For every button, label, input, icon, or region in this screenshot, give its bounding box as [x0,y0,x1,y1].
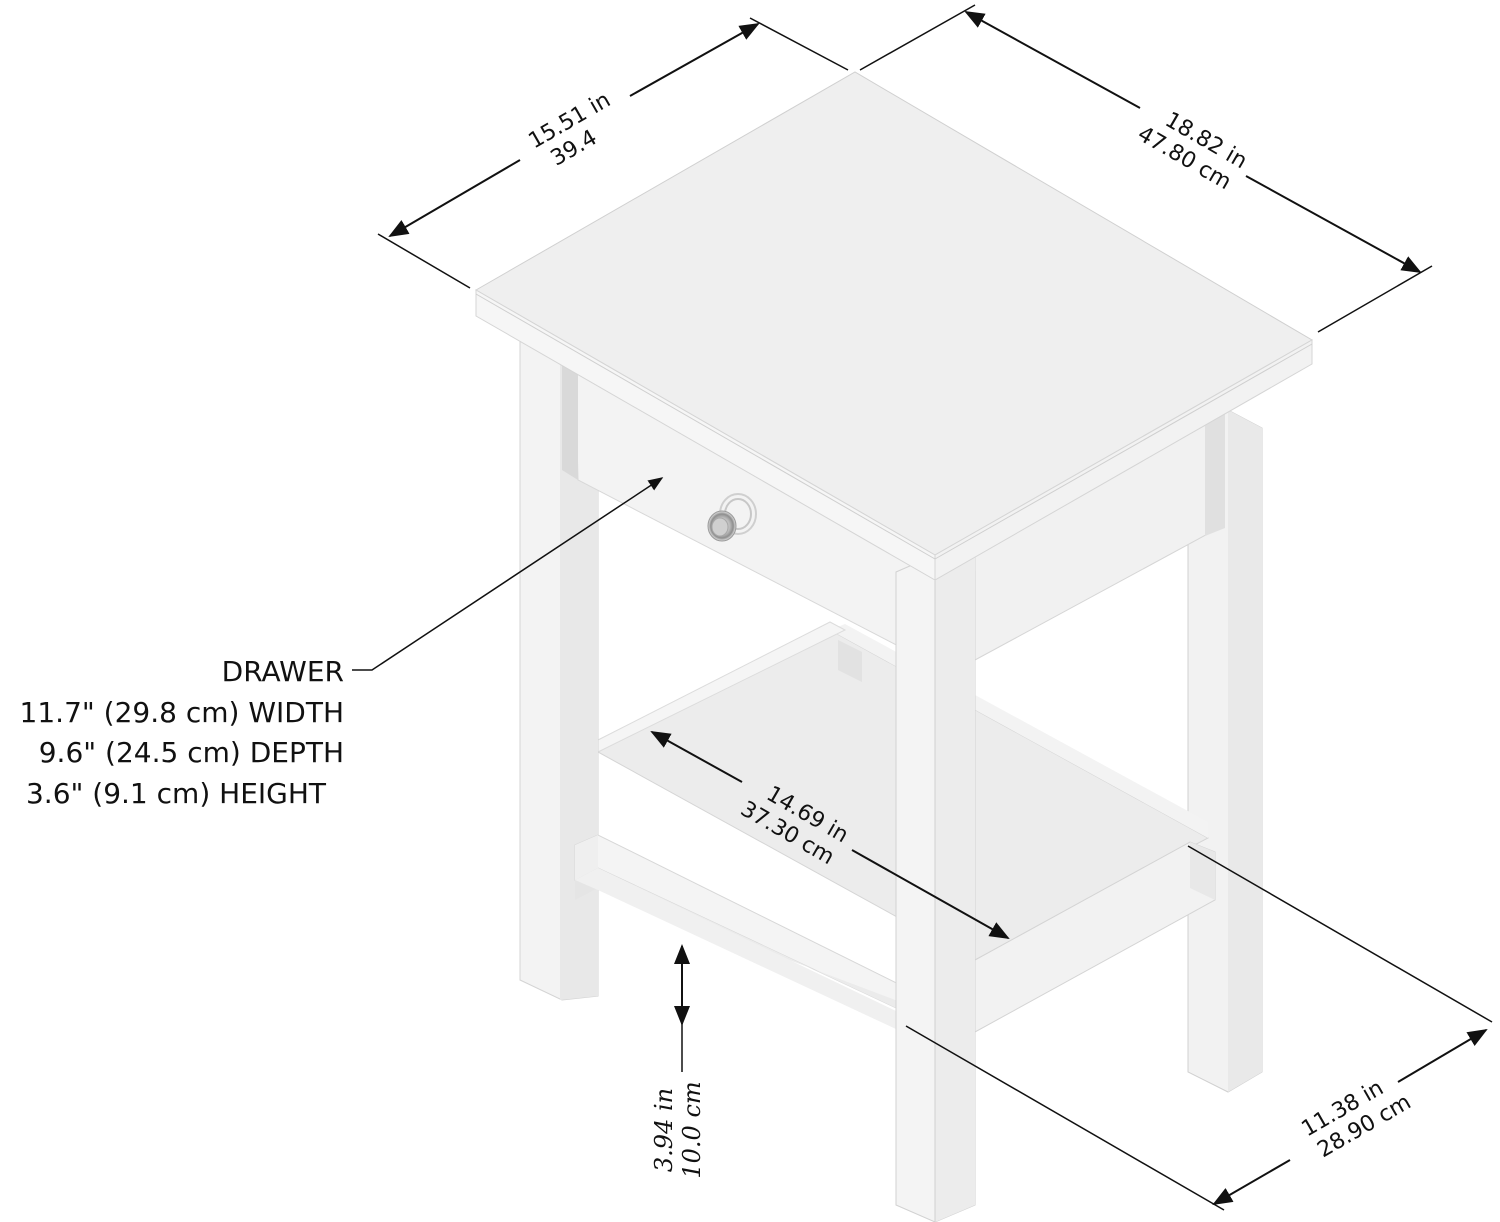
drawer-depth: 9.6" (24.5 cm) DEPTH [38,736,344,769]
table-top [474,71,1313,581]
dimension-shelf-clearance: 3.94 in 10.0 cm [650,944,706,1179]
drawer-title: DRAWER [221,655,344,688]
front-lower-rail [574,834,976,1046]
drawer-specifications: DRAWER 11.7" (29.8 cm) WIDTH 9.6" (24.5 … [20,652,344,814]
back-left-leg [519,321,599,1001]
shelf-clearance-metric: 10.0 cm [678,1081,706,1178]
drawer-knob-icon [707,493,757,542]
shelf-clearance-imperial: 3.94 in [650,1088,678,1172]
right-lower-rail [974,841,1216,1033]
drawer-height: 3.6" (9.1 cm) HEIGHT [25,776,326,810]
drawer-leader [352,477,664,671]
back-right-leg [1187,409,1263,1093]
drawer-width: 11.7" (29.8 cm) WIDTH [19,695,344,729]
front-corner-leg [895,552,976,1222]
